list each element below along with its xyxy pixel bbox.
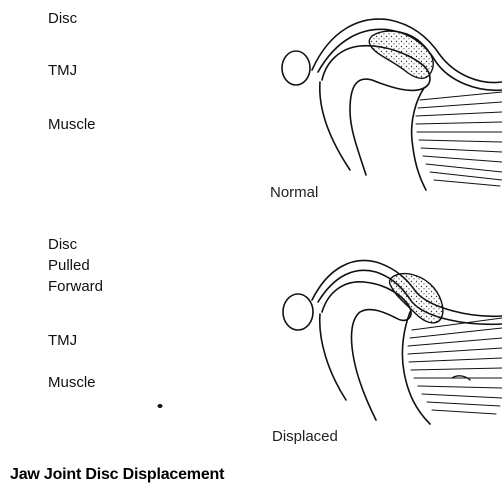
normal-styloid	[320, 82, 350, 170]
normal-ramus-front	[412, 88, 426, 190]
figure-title: Jaw Joint Disc Displacement	[10, 466, 224, 484]
normal-disc	[369, 31, 433, 78]
displaced-muscle-fibers	[408, 318, 502, 414]
normal-disc-label: Disc	[48, 8, 77, 29]
displaced-muscle-label: Muscle	[48, 372, 96, 393]
normal-muscle-fibers	[416, 92, 502, 186]
displaced-disc	[390, 274, 443, 323]
displaced-tmj-label: TMJ	[48, 330, 77, 351]
displaced-styloid	[320, 314, 346, 400]
displaced-caption: Displaced	[272, 428, 338, 445]
normal-ear-canal	[282, 51, 310, 85]
displaced-disc-label: Disc Pulled Forward	[48, 234, 103, 297]
normal-caption: Normal	[270, 184, 318, 201]
stray-mark	[158, 404, 163, 408]
displaced-condyle	[322, 282, 411, 420]
displaced-ramus-front	[402, 312, 430, 424]
normal-tmj-label: TMJ	[48, 60, 77, 81]
normal-muscle-label: Muscle	[48, 114, 96, 135]
displaced-ear-canal	[283, 294, 313, 330]
